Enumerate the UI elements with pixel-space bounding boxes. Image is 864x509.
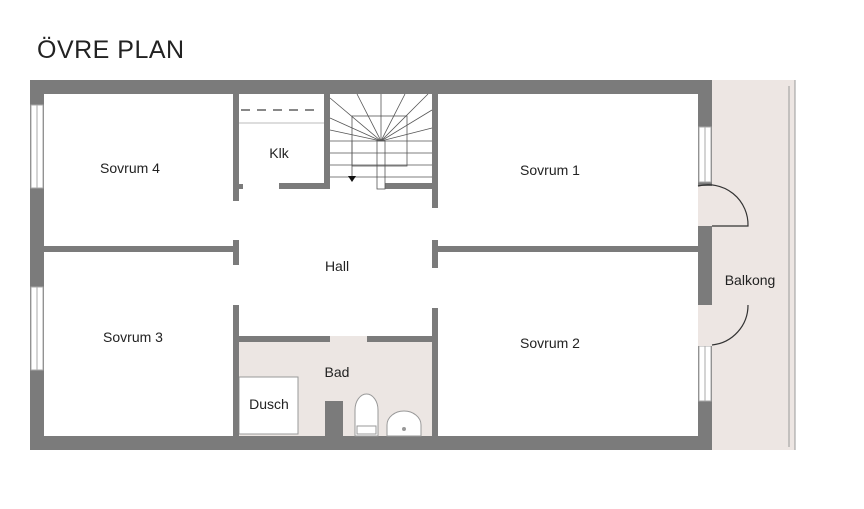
balcony	[712, 80, 796, 450]
room-label-dusch: Dusch	[249, 396, 289, 412]
room-label-bad: Bad	[325, 364, 350, 380]
room-label-klk: Klk	[269, 145, 289, 161]
staircase	[329, 93, 433, 190]
toilet-icon	[354, 393, 379, 437]
balcony-doors	[697, 184, 749, 346]
room-label-hall: Hall	[325, 258, 349, 274]
room-label-sovrum-3: Sovrum 3	[103, 329, 163, 345]
room-label-sovrum-2: Sovrum 2	[520, 335, 580, 351]
stair-direction-arrow-icon	[348, 176, 356, 182]
closet-shelf	[239, 109, 324, 124]
room-label-sovrum-1: Sovrum 1	[520, 162, 580, 178]
room-label-balkong: Balkong	[725, 272, 776, 288]
room-label-sovrum-4: Sovrum 4	[100, 160, 160, 176]
floor-plan-title: ÖVRE PLAN	[37, 36, 185, 64]
windows	[30, 104, 712, 402]
sink-icon	[386, 410, 422, 437]
